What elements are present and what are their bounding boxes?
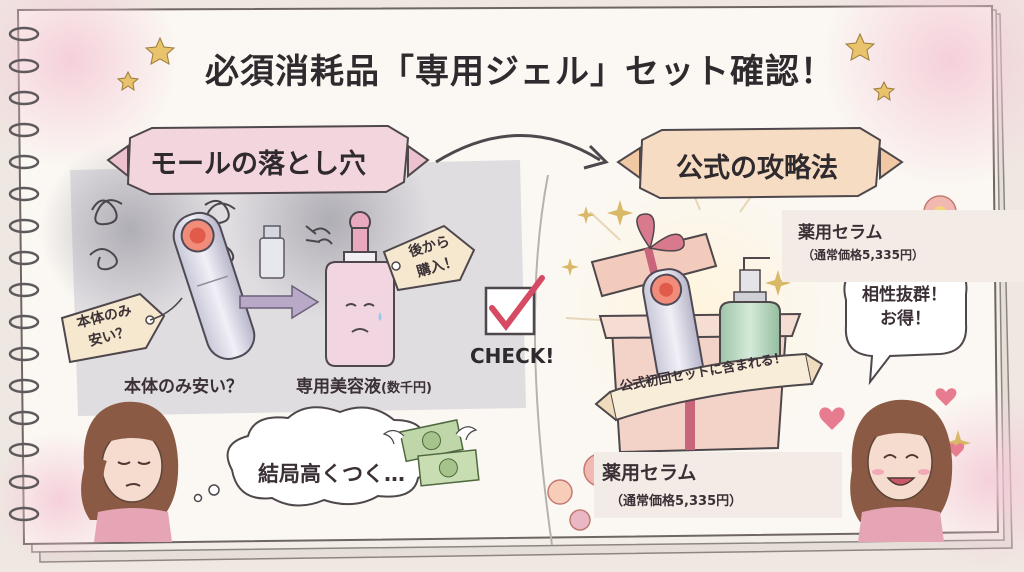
serum-label-bottom: 薬用セラム （通常価格5,335円） [594, 452, 842, 518]
serum-caption-note: (数千円) [381, 381, 432, 396]
serum-caption-main: 専用美容液 [296, 377, 381, 397]
check-label: CHECK! [470, 344, 555, 368]
serum-label-top-price: （通常価格5,335円） [802, 248, 924, 262]
check-icon [484, 275, 545, 336]
serum-pump-bottle [719, 257, 781, 371]
happy-woman-illustration [850, 399, 953, 542]
facial-device-right [642, 268, 704, 391]
small-bottle-icon [259, 225, 285, 279]
serum-caption: 専用美容液(数千円) [296, 372, 432, 397]
sad-woman-illustration [81, 401, 179, 542]
device-caption: 本体のみ安い？ [124, 377, 243, 397]
serum-label-top-name: 薬用セラム [798, 223, 883, 243]
facial-device-left [172, 211, 256, 360]
left-banner-title: モールの落とし穴 [150, 149, 366, 180]
serum-label-bottom-price: （通常価格5,335円） [610, 494, 743, 509]
speech-bubble-text-1: 相性抜群！ [862, 285, 947, 305]
page-title: 必須消耗品「専用ジェル」セット確認！ [205, 52, 835, 92]
serum-bottle-left [325, 211, 395, 367]
money-icon [382, 419, 480, 487]
serum-label-top: 薬用セラム （通常価格5,335円） [782, 210, 1024, 282]
thought-bubble-text: 結局高くつく… [258, 462, 405, 486]
speech-bubble-text-2: お得！ [880, 309, 931, 329]
serum-label-bottom-name: 薬用セラム [602, 462, 697, 484]
spiral-binding [8, 26, 40, 522]
right-banner-title: 公式の攻略法 [676, 153, 838, 184]
